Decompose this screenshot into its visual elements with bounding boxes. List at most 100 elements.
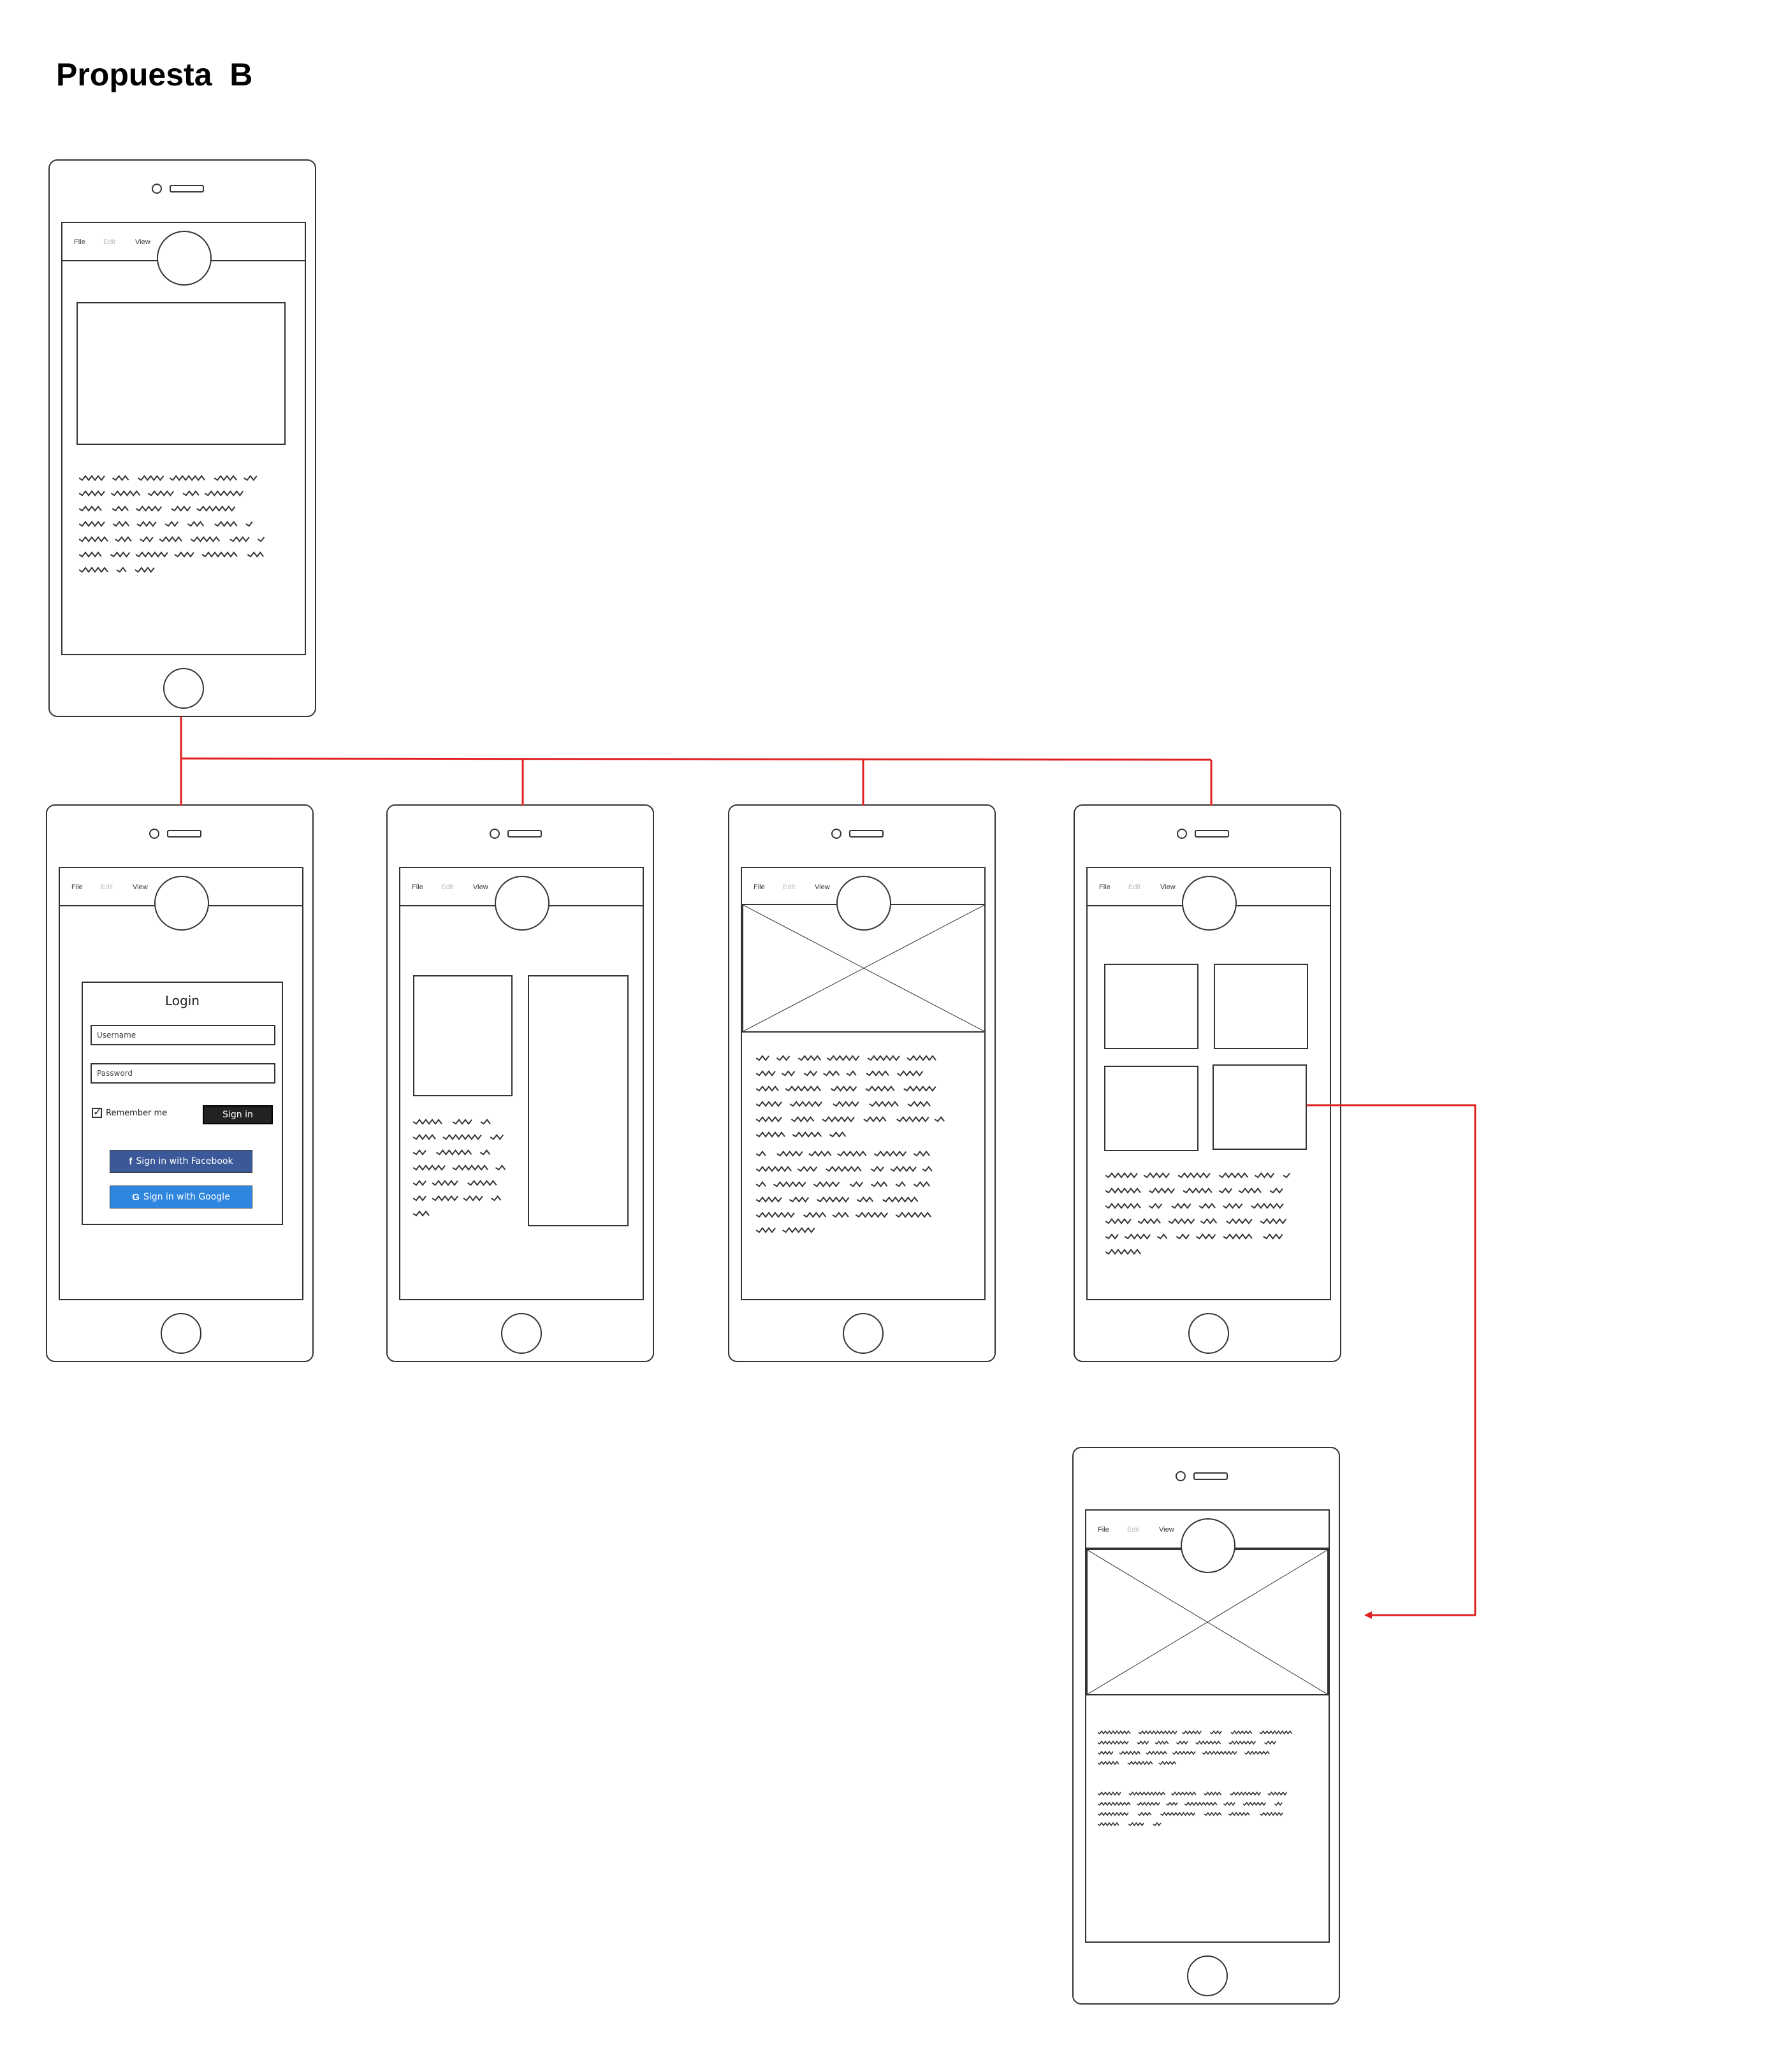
content-box-right <box>528 975 629 1226</box>
scribble-word <box>1098 1791 1121 1796</box>
grid-tile[interactable] <box>1214 964 1308 1049</box>
menu-file[interactable]: File <box>754 883 765 891</box>
google-signin-button[interactable]: G Sign in with Google <box>110 1186 252 1208</box>
menu-edit: Edit <box>1128 883 1140 891</box>
scribble-word <box>1230 1730 1253 1735</box>
grid-tile[interactable] <box>1104 964 1198 1049</box>
phone-screen: File Edit View <box>1086 867 1331 1300</box>
scribble-word <box>1204 1811 1222 1817</box>
menu-file[interactable]: File <box>412 883 423 891</box>
home-button-icon[interactable] <box>1188 1313 1229 1354</box>
remember-me[interactable]: Remember me <box>92 1106 168 1118</box>
avatar-circle <box>1181 1518 1235 1573</box>
menu-view[interactable]: View <box>1160 883 1176 891</box>
menu-view[interactable]: View <box>1159 1526 1174 1534</box>
avatar-circle <box>154 876 209 931</box>
scribble-word <box>1176 1740 1188 1745</box>
remember-me-label: Remember me <box>106 1108 168 1118</box>
scribble-word <box>756 1070 776 1077</box>
menu-view[interactable]: View <box>473 883 488 891</box>
sign-in-button[interactable]: Sign in <box>203 1105 273 1124</box>
scribble-word <box>432 1180 458 1186</box>
menu-file[interactable]: File <box>74 238 85 246</box>
scribble-word <box>1195 1740 1221 1745</box>
scribble-word <box>907 1055 936 1061</box>
scribble-word <box>1260 1218 1287 1224</box>
home-button-icon[interactable] <box>843 1313 884 1354</box>
scribble-word <box>756 1166 792 1172</box>
scribble-word <box>882 1196 919 1203</box>
username-input[interactable] <box>91 1025 275 1045</box>
scribble-word <box>756 1055 769 1061</box>
image-placeholder-icon <box>1086 1549 1329 1695</box>
checkbox-icon[interactable] <box>92 1106 102 1118</box>
scribble-word <box>803 1212 827 1218</box>
text-placeholder <box>413 1117 509 1230</box>
menu-file[interactable]: File <box>1098 1526 1109 1534</box>
scribble-word <box>1171 1203 1191 1209</box>
scribble-word <box>182 490 200 497</box>
scribble-word <box>467 1180 497 1186</box>
scribble-word <box>229 536 250 542</box>
scribble-word <box>1184 1801 1218 1806</box>
scribble-word <box>782 1227 815 1233</box>
home-button-icon[interactable] <box>163 668 204 709</box>
scribble-word <box>201 551 238 558</box>
scribble-word <box>1170 1791 1197 1796</box>
scribble-word <box>803 1070 818 1077</box>
scribble-word <box>171 505 191 512</box>
camera-icon <box>152 184 162 194</box>
text-placeholder <box>1098 1788 1297 1836</box>
grid-tile[interactable] <box>1213 1064 1307 1150</box>
scribble-word <box>1254 1172 1275 1179</box>
scribble-word <box>147 490 174 497</box>
menu-view[interactable]: View <box>133 883 148 891</box>
scribble-word <box>413 1210 430 1217</box>
scribble-word <box>257 537 265 542</box>
scribble-word <box>187 521 205 527</box>
scribble-word <box>159 536 183 542</box>
scribble-word <box>781 1070 796 1077</box>
facebook-signin-button[interactable]: f Sign in with Facebook <box>110 1150 252 1173</box>
phone-grid: File Edit View <box>1074 804 1341 1362</box>
scribble-word <box>832 1212 849 1218</box>
menu-file[interactable]: File <box>1099 883 1111 891</box>
menu-view[interactable]: View <box>815 883 830 891</box>
scribble-word <box>1098 1750 1114 1755</box>
scribble-word <box>110 551 131 558</box>
phone-detail: File Edit View <box>1072 1447 1340 2005</box>
scribble-word <box>1128 1822 1145 1827</box>
scribble-word <box>135 505 163 512</box>
home-button-icon[interactable] <box>501 1313 542 1354</box>
scribble-word <box>1259 1730 1293 1735</box>
password-input[interactable] <box>91 1063 275 1084</box>
scribble-word <box>1098 1822 1119 1827</box>
scribble-word <box>491 1195 502 1201</box>
speaker-icon <box>849 830 884 838</box>
scribble-word <box>913 1181 931 1187</box>
scribble-word <box>895 1181 906 1187</box>
page-title: Propuesta B <box>56 57 253 92</box>
scribble-word <box>413 1195 426 1201</box>
text-placeholder <box>79 473 270 586</box>
scribble-word <box>913 1150 930 1157</box>
scribble-word <box>830 1085 857 1092</box>
home-button-icon[interactable] <box>1187 1955 1228 1996</box>
menu-view[interactable]: View <box>135 238 150 246</box>
scribble-word <box>413 1164 446 1171</box>
scribble-word <box>79 505 102 512</box>
scribble-word <box>174 551 194 558</box>
scribble-word <box>1177 1172 1211 1179</box>
text-placeholder <box>1105 1170 1297 1268</box>
home-button-icon[interactable] <box>161 1313 201 1354</box>
scribble-word <box>164 521 178 527</box>
scribble-word <box>866 1070 889 1077</box>
avatar-circle <box>495 876 550 931</box>
menu-file[interactable]: File <box>71 883 83 891</box>
scribble-word <box>1242 1801 1267 1806</box>
grid-tile[interactable] <box>1104 1066 1198 1151</box>
scribble-word <box>870 1166 884 1172</box>
scribble-word <box>808 1150 832 1157</box>
phone-screen: File Edit View <box>61 222 306 655</box>
scribble-word <box>1223 1233 1253 1240</box>
